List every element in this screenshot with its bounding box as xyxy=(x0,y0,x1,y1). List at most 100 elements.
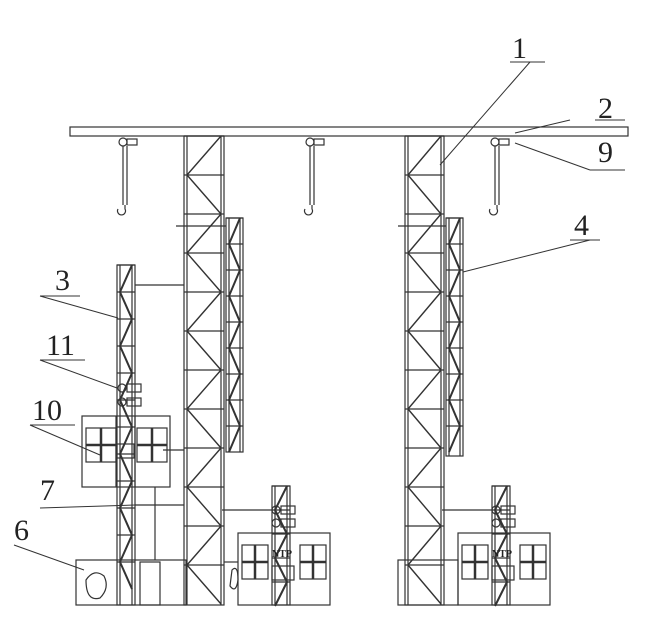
motor-icon xyxy=(491,518,501,528)
cage-door xyxy=(271,565,295,581)
main-tower-right xyxy=(407,408,442,449)
lift-cage-lower-left xyxy=(237,532,331,606)
motor-icon xyxy=(117,397,127,407)
small-mast xyxy=(119,399,133,428)
leader-line xyxy=(514,142,591,171)
guide-mast-right xyxy=(448,269,461,297)
guide-mast-left xyxy=(228,269,241,297)
label-6: 6 xyxy=(14,514,29,547)
base-enclosure xyxy=(75,559,187,606)
lift-cage-lower-right-mast xyxy=(494,533,508,559)
main-tower-left xyxy=(186,330,222,371)
lift-cage-lower-right-mast xyxy=(494,557,508,583)
main-tower-left xyxy=(186,408,222,449)
guide-mast-left xyxy=(228,399,241,427)
small-mast xyxy=(119,507,133,536)
guide-mast-right xyxy=(448,243,461,271)
small-mast xyxy=(119,426,133,455)
main-tower-right xyxy=(407,213,442,254)
main-tower-left xyxy=(186,252,222,293)
motor-housing xyxy=(280,518,296,528)
guide-mast-left xyxy=(228,295,241,323)
label-10: 10 xyxy=(32,394,62,427)
trolley-motor xyxy=(498,138,510,146)
small-mast xyxy=(119,264,133,293)
main-tower-left xyxy=(186,213,222,254)
guide-mast-left xyxy=(228,321,241,349)
main-tower-right xyxy=(407,525,442,566)
guide-mast-left xyxy=(228,425,241,453)
label-9: 9 xyxy=(598,136,613,169)
main-tower-right xyxy=(407,135,442,176)
guide-mast-left xyxy=(228,373,241,401)
motor-housing xyxy=(280,505,296,515)
motor-icon xyxy=(271,518,281,528)
main-tower-right xyxy=(407,447,442,488)
guide-mast-left xyxy=(228,347,241,375)
trolley-icon xyxy=(305,137,315,147)
guide-mast-left xyxy=(228,243,241,271)
lift-cage-lower-right-mast xyxy=(494,581,508,607)
hook-icon xyxy=(303,205,314,216)
label-7: 7 xyxy=(40,474,55,507)
lift-cage-lower-right xyxy=(457,532,551,606)
cage-door xyxy=(491,565,515,581)
lift-cage-lower-left-mast xyxy=(274,557,288,583)
motor-icon xyxy=(117,383,127,393)
trolley-motor xyxy=(313,138,325,146)
trolley-motor xyxy=(126,138,138,146)
leader-line xyxy=(29,424,101,456)
motor-housing xyxy=(500,518,516,528)
guide-mast-right xyxy=(448,399,461,427)
main-tower-right xyxy=(407,369,442,410)
leader-line xyxy=(13,544,85,571)
main-tower-right xyxy=(407,330,442,371)
small-mast xyxy=(119,291,133,320)
trolley-icon xyxy=(118,137,128,147)
label-11: 11 xyxy=(46,329,75,362)
small-mast xyxy=(119,534,133,563)
guide-mast-left xyxy=(228,217,241,245)
guide-mast-right xyxy=(448,217,461,245)
lift-cage-lower-left-mast xyxy=(274,533,288,559)
leader-line xyxy=(439,61,531,166)
main-tower-left xyxy=(186,447,222,488)
label-4: 4 xyxy=(574,209,589,242)
lift-cage xyxy=(81,415,171,488)
main-tower-left xyxy=(186,486,222,527)
main-tower-right xyxy=(407,174,442,215)
small-mast xyxy=(119,480,133,509)
main-tower-left xyxy=(186,135,222,176)
leader-line xyxy=(39,504,136,509)
main-tower-left xyxy=(186,525,222,566)
main-tower-left xyxy=(186,369,222,410)
guide-mast-right xyxy=(448,347,461,375)
base-enclosure-right xyxy=(397,559,459,606)
guide-mast-right xyxy=(448,373,461,401)
guide-mast-right xyxy=(448,425,461,453)
label-3: 3 xyxy=(55,264,70,297)
label-2: 2 xyxy=(598,92,613,125)
small-mast xyxy=(119,561,133,590)
leader-line xyxy=(462,239,591,273)
cage-marking-left: NTP xyxy=(272,549,292,560)
small-mast xyxy=(119,318,133,347)
hook-icon xyxy=(488,205,499,216)
main-tower-left xyxy=(186,564,222,605)
label-1: 1 xyxy=(512,32,527,65)
motor-housing xyxy=(126,397,142,407)
buffer-tank xyxy=(139,561,161,606)
hook-icon xyxy=(116,205,127,216)
main-tower-right xyxy=(407,252,442,293)
cage-marking-right: NTP xyxy=(492,549,512,560)
guide-mast-right xyxy=(448,321,461,349)
main-tower-right xyxy=(407,564,442,605)
small-mast xyxy=(119,345,133,374)
lift-cage-lower-left-mast xyxy=(274,581,288,607)
base-mark xyxy=(85,572,107,600)
leader-line xyxy=(39,295,119,319)
base-mark xyxy=(229,567,239,590)
trolley-icon xyxy=(490,137,500,147)
